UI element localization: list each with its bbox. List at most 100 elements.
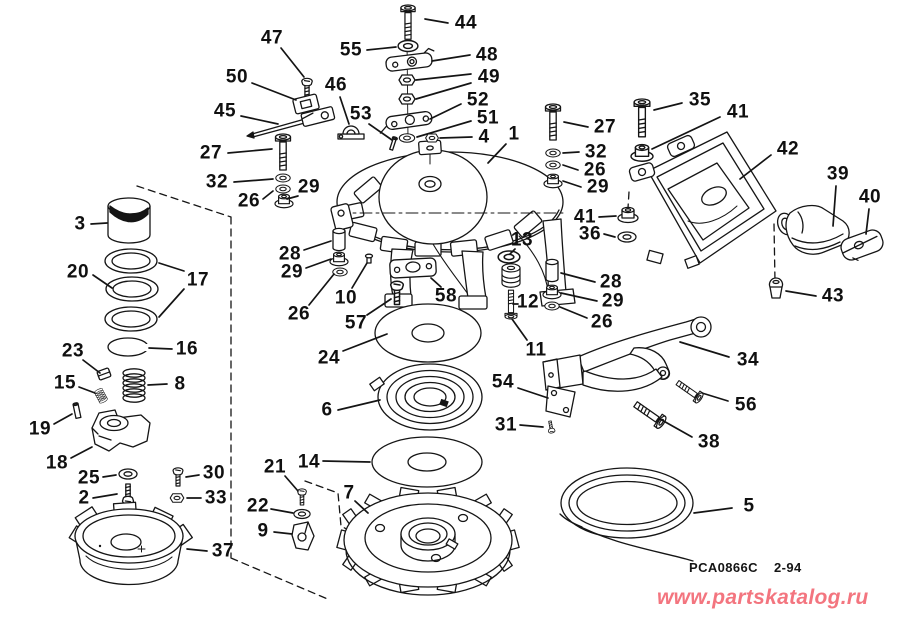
part-26-washer bbox=[275, 184, 291, 194]
part-38-bolt bbox=[630, 397, 669, 431]
part-16-retaining-ring bbox=[107, 337, 151, 357]
leader-line-31 bbox=[519, 424, 544, 428]
linkage-cluster bbox=[246, 4, 439, 151]
leader-line-50 bbox=[251, 82, 297, 101]
leader-line-43 bbox=[785, 290, 817, 297]
leader-line-22 bbox=[270, 508, 294, 514]
part-31-screw bbox=[546, 420, 556, 434]
leader-line-18 bbox=[70, 446, 93, 459]
leader-line-29 bbox=[286, 195, 299, 200]
part-37-cup bbox=[68, 501, 193, 586]
part-3-bushing bbox=[107, 197, 151, 244]
part-45-rod bbox=[246, 106, 336, 139]
part-41-nut bbox=[617, 206, 639, 224]
part-15-spring bbox=[93, 387, 109, 405]
leader-line-48 bbox=[431, 54, 471, 62]
leader-line-11 bbox=[511, 318, 528, 341]
leader-line-47 bbox=[280, 47, 305, 78]
leader-line-26 bbox=[562, 164, 579, 171]
leader-line-32 bbox=[562, 151, 580, 154]
part-49-nut bbox=[398, 74, 416, 86]
part-33-nut bbox=[169, 493, 185, 503]
part-28-spacer bbox=[545, 258, 559, 283]
leader-line-8 bbox=[147, 383, 168, 386]
leader-line-26 bbox=[559, 306, 588, 319]
leader-line-30 bbox=[185, 474, 200, 478]
starter-housing bbox=[330, 139, 576, 310]
leader-line-24 bbox=[342, 333, 388, 352]
part-17-seal bbox=[104, 306, 158, 332]
part-14-friction-plate bbox=[371, 436, 483, 488]
part-21-screw bbox=[297, 488, 307, 506]
leader-line-52 bbox=[429, 103, 462, 120]
part-4-nut bbox=[425, 133, 439, 143]
part-50-clamp bbox=[292, 93, 320, 115]
leader-lines-layer bbox=[53, 18, 870, 552]
leader-line-54 bbox=[517, 387, 549, 399]
leader-line-56 bbox=[701, 392, 729, 402]
part-52-link bbox=[379, 110, 433, 134]
leader-line-15 bbox=[78, 386, 96, 394]
part-24-friction-plate bbox=[374, 303, 482, 363]
leader-line-10 bbox=[351, 262, 368, 289]
leader-line-29 bbox=[305, 258, 332, 269]
part-20-washer bbox=[105, 276, 159, 302]
leader-line-17 bbox=[158, 288, 185, 318]
leader-line-14 bbox=[322, 460, 371, 463]
part-42-bracket-box bbox=[628, 131, 777, 269]
part-13-washer bbox=[497, 250, 521, 264]
leader-line-55 bbox=[366, 46, 397, 51]
rubber-mount bbox=[501, 263, 521, 288]
figure-code: PCA0866C 2-94 bbox=[689, 560, 802, 575]
leader-line-44 bbox=[424, 18, 449, 24]
part-19-pin bbox=[72, 402, 82, 420]
leader-line-42 bbox=[739, 154, 772, 180]
part-34-bracket bbox=[542, 316, 712, 392]
leader-line-27 bbox=[563, 121, 589, 128]
left-parts-column bbox=[68, 197, 193, 586]
center-parts-column bbox=[291, 253, 520, 596]
part-44-bolt bbox=[400, 4, 416, 40]
right-side-parts bbox=[542, 131, 884, 562]
part-25-washer bbox=[118, 468, 138, 480]
leader-line-35 bbox=[653, 102, 683, 111]
leader-line-6 bbox=[337, 399, 381, 411]
leader-line-32 bbox=[233, 178, 274, 183]
part-22-washer bbox=[293, 508, 311, 520]
leader-line-41 bbox=[598, 215, 617, 218]
leader-line-40 bbox=[865, 208, 870, 235]
part-55-washer bbox=[397, 39, 419, 53]
leader-line-27 bbox=[227, 148, 273, 154]
part-23-pawl bbox=[96, 367, 112, 381]
part-26-washer bbox=[544, 301, 560, 311]
part-26-washer bbox=[545, 160, 561, 170]
figure-code-number: PCA0866C bbox=[689, 560, 758, 575]
leader-line-7 bbox=[354, 500, 369, 514]
leader-line-28 bbox=[560, 272, 596, 283]
leader-line-49 bbox=[415, 73, 472, 81]
part-53-pin bbox=[389, 136, 398, 151]
part-29-nut bbox=[274, 193, 294, 209]
leader-line-9 bbox=[273, 531, 293, 535]
part-5-starter-rope bbox=[559, 467, 694, 562]
part-2-screw bbox=[121, 483, 135, 505]
part-28-spacer bbox=[332, 227, 346, 252]
part-41-nut bbox=[630, 143, 654, 162]
part-26-washer bbox=[332, 267, 348, 277]
leader-line-41 bbox=[651, 116, 721, 150]
leader-line-36 bbox=[603, 233, 616, 238]
figure-date-code: 2-94 bbox=[773, 560, 802, 575]
part-43-clip bbox=[768, 277, 784, 299]
leader-line-17 bbox=[158, 262, 185, 272]
part-46-spring-seat bbox=[337, 125, 365, 140]
leader-line-26 bbox=[262, 190, 274, 200]
leader-line-37 bbox=[186, 548, 208, 552]
leader-line-13 bbox=[509, 248, 516, 255]
part-40-rope-anchor bbox=[840, 229, 884, 261]
leader-line-4 bbox=[439, 136, 473, 139]
watermark-url: www.partskatalog.ru bbox=[657, 586, 869, 609]
leader-line-49 bbox=[415, 82, 472, 100]
leader-line-28 bbox=[303, 240, 332, 251]
